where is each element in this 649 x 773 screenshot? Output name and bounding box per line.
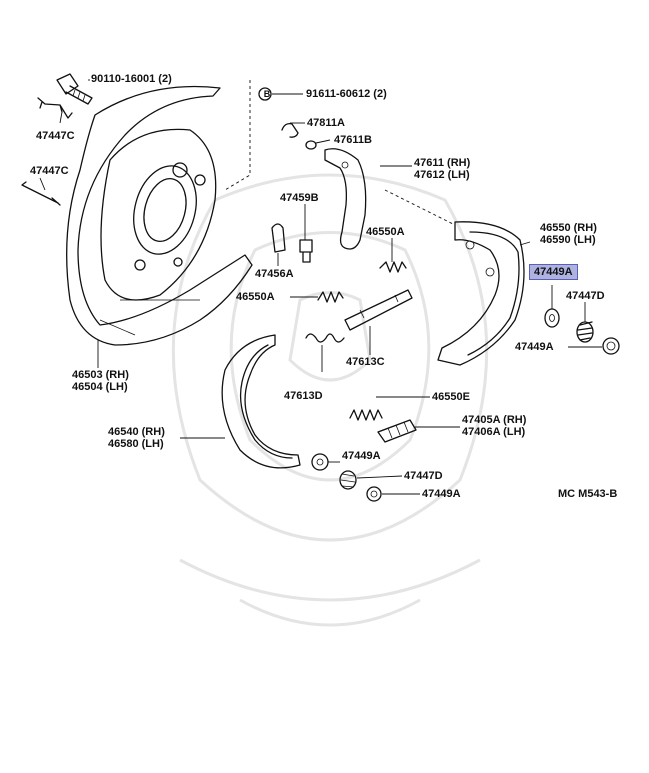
label-cup-bottom2: 47449A — [422, 488, 461, 500]
cup-bottom2-part — [366, 486, 382, 502]
label-lever: 47611 (RH) 47612 (LH) — [414, 157, 470, 181]
label-spring-447d-bottom: 47447D — [404, 470, 443, 482]
label-lever-rh: 47611 (RH) — [414, 157, 471, 169]
cup-bottom1-part — [311, 453, 329, 471]
screw-symbol — [258, 87, 272, 101]
label-plate: 47811A — [307, 117, 345, 129]
label-spring-613d: 47613D — [284, 390, 323, 402]
label-strut: 47613C — [346, 356, 385, 368]
label-shoe-top-lh: 46590 (LH) — [540, 234, 596, 246]
parking-lever-part — [324, 148, 367, 250]
label-adjuster-rh: 47405A (RH) — [462, 414, 527, 426]
spring-447d-bottom-part — [339, 470, 357, 490]
label-shoe-top-rh: 46550 (RH) — [540, 222, 597, 234]
strut-part — [344, 289, 413, 331]
label-cup-bottom1: 47449A — [342, 450, 381, 462]
label-c-washer: 47611B — [334, 134, 372, 146]
spring-447d-top-part — [577, 321, 593, 341]
clip-part — [271, 223, 286, 253]
label-backing-lh: 46504 (LH) — [72, 381, 128, 393]
cup-part-highlight — [544, 308, 560, 328]
leader-lines — [39, 79, 602, 495]
shoe-top-part — [437, 221, 525, 366]
label-screw: 91611-60612 (2) — [306, 88, 387, 100]
spring-613d-part — [305, 333, 345, 343]
adjuster-bolt-part — [299, 239, 313, 263]
label-pin-upper: 47447C — [36, 130, 75, 142]
spring-550e-part — [349, 409, 383, 421]
label-shoe-bottom-lh: 46580 (LH) — [108, 438, 164, 450]
label-adjuster: 47405A (RH) 47406A (LH) — [462, 414, 526, 438]
label-clip: 47456A — [255, 268, 294, 280]
label-backing-rh: 46503 (RH) — [72, 369, 129, 381]
label-adjuster-bolt: 47459B — [280, 192, 319, 204]
reference-code: MC M543-B — [558, 488, 618, 500]
label-cup-right: 47449A — [515, 341, 554, 353]
label-spring-550a-right: 46550A — [366, 226, 405, 238]
pin-upper-part — [37, 97, 73, 119]
plate-part — [281, 122, 299, 138]
label-shoe-bottom: 46540 (RH) 46580 (LH) — [108, 426, 165, 450]
label-cup-highlighted[interactable]: 47449A — [529, 264, 578, 280]
adjuster-part — [377, 419, 417, 443]
spring-550a-right-part — [379, 261, 407, 273]
screw-symbol-letter: B — [263, 89, 271, 99]
cup-right-part — [602, 337, 620, 355]
label-backing: 46503 (RH) 46504 (LH) — [72, 369, 129, 393]
label-pin-left: 47447C — [30, 165, 69, 177]
washer-part — [305, 140, 317, 150]
pin-left-part — [21, 181, 61, 206]
backing-plate — [66, 85, 253, 346]
label-adjuster-lh: 47406A (LH) — [462, 426, 526, 438]
label-spring-447d-top: 47447D — [566, 290, 605, 302]
label-lever-lh: 47612 (LH) — [414, 169, 470, 181]
spring-550a-left-part — [317, 291, 344, 303]
bolt-part — [56, 73, 93, 105]
label-shoe-bottom-rh: 46540 (RH) — [108, 426, 165, 438]
label-shoe-top: 46550 (RH) 46590 (LH) — [540, 222, 597, 246]
label-spring-550e: 46550E — [432, 391, 470, 403]
label-bolt: 90110-16001 (2) — [91, 73, 172, 85]
label-spring-550a-left: 46550A — [236, 291, 275, 303]
shoe-bottom-part — [221, 334, 301, 469]
